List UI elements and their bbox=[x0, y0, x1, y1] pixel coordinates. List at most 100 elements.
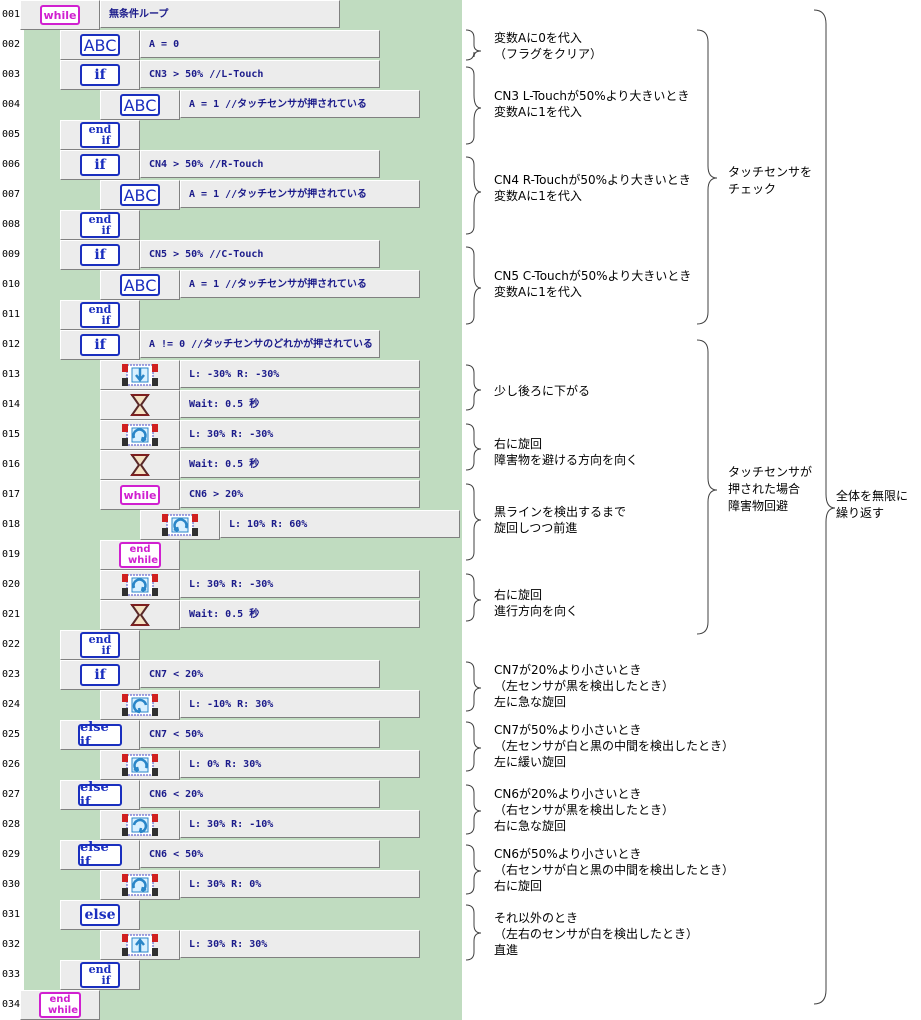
calc-block[interactable]: ABC bbox=[100, 90, 180, 120]
else-if-icon: else if bbox=[78, 840, 122, 870]
line-number: 012 bbox=[0, 330, 24, 360]
if-block[interactable]: if bbox=[60, 150, 140, 180]
motor-block[interactable] bbox=[100, 690, 180, 720]
command-text[interactable]: L: -10% R: 30% bbox=[180, 690, 420, 718]
command-text[interactable]: A != 0 //タッチセンサのどれかが押されている bbox=[140, 330, 380, 358]
turn-left-motor-icon bbox=[122, 754, 158, 776]
else-if-icon: else if bbox=[78, 720, 122, 750]
hourglass-icon bbox=[130, 454, 150, 476]
else-if-icon: else if bbox=[78, 780, 122, 810]
brace-right-06 bbox=[465, 156, 482, 235]
brace-right-17 bbox=[465, 483, 482, 561]
command-text[interactable]: L: 30% R: -30% bbox=[180, 570, 420, 598]
if-block[interactable]: if bbox=[60, 240, 140, 270]
while-icon: while bbox=[40, 5, 80, 25]
motor-block[interactable] bbox=[140, 510, 220, 540]
wait-block[interactable] bbox=[100, 390, 180, 420]
command-text[interactable]: A = 0 bbox=[140, 30, 380, 58]
else-if-block[interactable]: else if bbox=[60, 720, 140, 750]
line-number: 026 bbox=[0, 750, 24, 780]
command-text[interactable]: A = 1 //タッチセンサが押されている bbox=[180, 90, 420, 118]
line-number: 022 bbox=[0, 630, 24, 660]
brace-group-touch bbox=[696, 29, 718, 325]
wait-block[interactable] bbox=[100, 450, 180, 480]
command-text[interactable]: CN6 < 50% bbox=[140, 840, 380, 868]
else-if-block[interactable]: else if bbox=[60, 780, 140, 810]
else-block[interactable]: else bbox=[60, 900, 140, 930]
abc-icon: ABC bbox=[80, 34, 120, 56]
calc-block[interactable]: ABC bbox=[60, 30, 140, 60]
motor-block[interactable] bbox=[100, 420, 180, 450]
motor-block[interactable] bbox=[100, 870, 180, 900]
motor-block[interactable] bbox=[100, 750, 180, 780]
if-block[interactable]: if bbox=[60, 330, 140, 360]
line-number: 029 bbox=[0, 840, 24, 870]
command-text[interactable]: CN5 > 50% //C-Touch bbox=[140, 240, 380, 268]
calc-block[interactable]: ABC bbox=[100, 270, 180, 300]
motor-block[interactable] bbox=[100, 930, 180, 960]
line-number: 010 bbox=[0, 270, 24, 300]
command-text[interactable]: CN6 > 20% bbox=[180, 480, 420, 508]
while-block[interactable]: while bbox=[100, 480, 180, 510]
command-text[interactable]: L: 10% R: 60% bbox=[220, 510, 460, 538]
motor-block[interactable] bbox=[100, 360, 180, 390]
motor-block[interactable] bbox=[100, 810, 180, 840]
command-text[interactable]: CN6 < 20% bbox=[140, 780, 380, 808]
note-009: CN5 C-Touchが50%より大きいとき 変数Aに1を代入 bbox=[494, 269, 692, 299]
brace-right-31 bbox=[465, 904, 482, 961]
command-text[interactable]: L: 30% R: -10% bbox=[180, 810, 420, 838]
wait-block[interactable] bbox=[100, 600, 180, 630]
brace-right-09 bbox=[465, 246, 482, 325]
command-text[interactable]: L: 30% R: 30% bbox=[180, 930, 420, 958]
command-text[interactable]: L: 30% R: 0% bbox=[180, 870, 420, 898]
command-text[interactable]: CN4 > 50% //R-Touch bbox=[140, 150, 380, 178]
brace-right-20 bbox=[465, 573, 482, 622]
motor-block[interactable] bbox=[100, 570, 180, 600]
command-text[interactable]: Wait: 0.5 秒 bbox=[180, 450, 420, 478]
if-block[interactable]: if bbox=[60, 660, 140, 690]
line-number: 027 bbox=[0, 780, 24, 810]
command-text[interactable]: CN7 < 50% bbox=[140, 720, 380, 748]
brace-right-27 bbox=[465, 784, 482, 835]
line-number: 023 bbox=[0, 660, 24, 690]
note-017: 黒ラインを検出するまで 旋回しつつ前進 bbox=[494, 505, 627, 535]
command-text[interactable]: L: -30% R: -30% bbox=[180, 360, 420, 388]
command-text[interactable]: A = 1 //タッチセンサが押されている bbox=[180, 180, 420, 208]
brace-group-avoid bbox=[696, 339, 718, 635]
command-text[interactable]: Wait: 0.5 秒 bbox=[180, 600, 420, 628]
else-if-block[interactable]: else if bbox=[60, 840, 140, 870]
command-text[interactable]: Wait: 0.5 秒 bbox=[180, 390, 420, 418]
forward-motor-icon bbox=[122, 934, 158, 956]
line-number: 016 bbox=[0, 450, 24, 480]
command-text[interactable]: CN7 < 20% bbox=[140, 660, 380, 688]
line-number: 007 bbox=[0, 180, 24, 210]
brace-right-13 bbox=[465, 364, 482, 411]
while-block[interactable]: while bbox=[20, 0, 100, 30]
calc-block[interactable]: ABC bbox=[100, 180, 180, 210]
if-icon: if bbox=[80, 334, 120, 356]
group-label-avoid: タッチセンサが 押された場合 障害物回避 bbox=[728, 465, 813, 513]
command-text[interactable]: CN3 > 50% //L-Touch bbox=[140, 60, 380, 88]
command-text[interactable]: A = 1 //タッチセンサが押されている bbox=[180, 270, 420, 298]
line-number: 032 bbox=[0, 930, 24, 960]
command-text[interactable]: L: 30% R: -30% bbox=[180, 420, 420, 448]
while-icon: while bbox=[120, 485, 160, 505]
if-block[interactable]: if bbox=[60, 60, 140, 90]
spin-right-motor-icon bbox=[122, 814, 158, 836]
brace-right-03 bbox=[465, 66, 482, 145]
note-027: CN6が20%より小さいとき （右センサが黒を検出したとき） 右に急な旋回 bbox=[494, 787, 675, 833]
command-text[interactable]: L: 0% R: 30% bbox=[180, 750, 420, 778]
command-text[interactable]: 無条件ループ bbox=[100, 0, 340, 28]
